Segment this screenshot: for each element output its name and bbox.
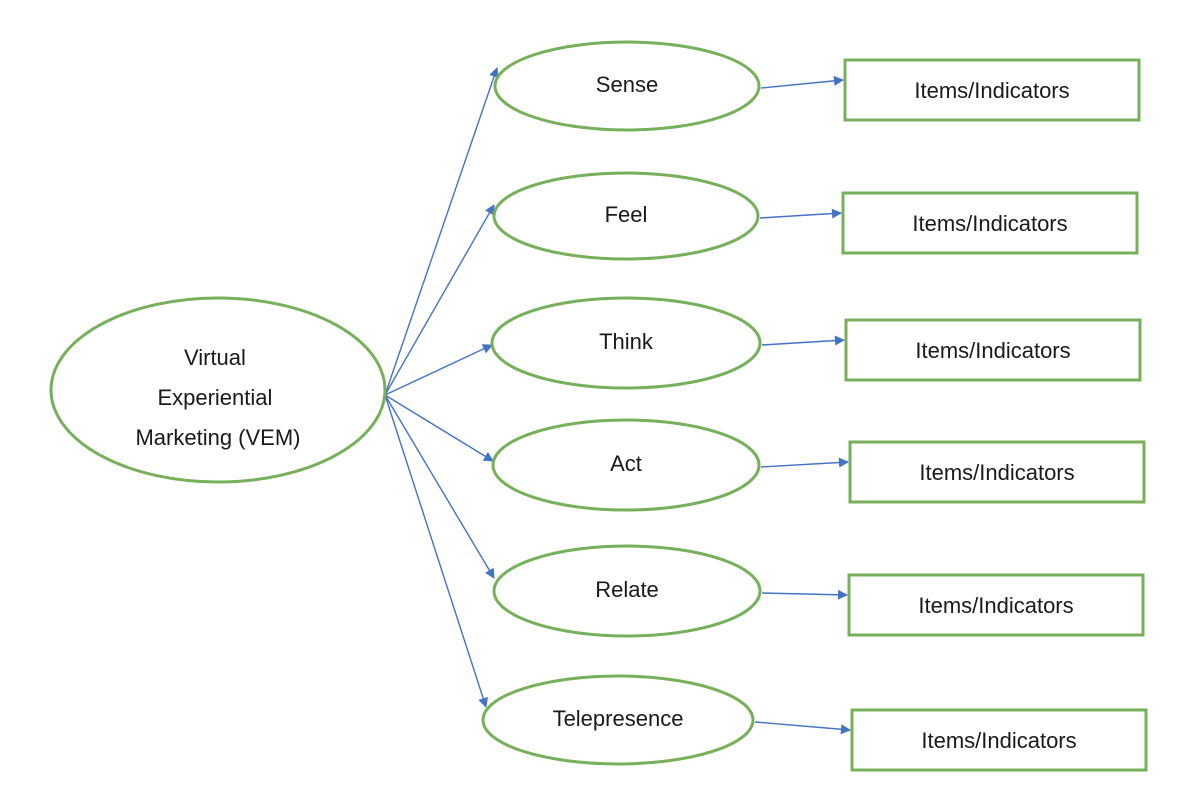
dimension-ellipse-sense bbox=[493, 40, 761, 132]
indicator-label-think: Items/Indicators bbox=[915, 338, 1070, 363]
indicator-label-feel: Items/Indicators bbox=[912, 211, 1067, 236]
edge-root-to-act bbox=[384, 394, 494, 462]
dimension-ellipse-feel bbox=[492, 171, 760, 261]
dimension-node-sense: Sense Items/Indicators bbox=[493, 40, 1141, 132]
indicator-box-sense bbox=[843, 58, 1141, 122]
indicator-label-sense: Items/Indicators bbox=[914, 78, 1069, 103]
dimension-label-think: Think bbox=[599, 329, 654, 354]
dimension-ellipse-relate bbox=[492, 544, 762, 638]
dimension-node-feel: Feel Items/Indicators bbox=[492, 171, 1139, 261]
edges-layer bbox=[384, 67, 851, 735]
dimension-ellipse-act bbox=[491, 418, 761, 512]
dimension-label-telepresence: Telepresence bbox=[553, 706, 684, 731]
indicator-box-feel bbox=[841, 191, 1139, 255]
indicator-label-telepresence: Items/Indicators bbox=[921, 728, 1076, 753]
root-label-line-1: Virtual bbox=[184, 345, 246, 370]
edge-telepresence-to-indicators bbox=[754, 721, 851, 735]
indicator-box-think bbox=[844, 318, 1142, 382]
indicator-label-relate: Items/Indicators bbox=[918, 593, 1073, 618]
root-node: Virtual Experiential Marketing (VEM) bbox=[49, 296, 387, 484]
edge-think-to-indicators bbox=[761, 335, 845, 346]
dimension-label-act: Act bbox=[610, 451, 642, 476]
indicator-box-telepresence bbox=[850, 708, 1148, 772]
dimension-label-feel: Feel bbox=[605, 202, 648, 227]
edge-sense-to-indicators bbox=[760, 75, 844, 89]
dimension-ellipse-think bbox=[490, 296, 762, 390]
dimension-node-act: Act Items/Indicators bbox=[491, 418, 1146, 512]
edge-root-to-telepresence bbox=[384, 394, 488, 708]
indicator-label-act: Items/Indicators bbox=[919, 460, 1074, 485]
root-ellipse bbox=[49, 296, 387, 484]
edge-root-to-think bbox=[384, 344, 493, 396]
root-label-line-3: Marketing (VEM) bbox=[135, 425, 300, 450]
edge-root-to-relate bbox=[384, 394, 495, 579]
dimension-label-sense: Sense bbox=[596, 72, 658, 97]
dimension-ellipse-telepresence bbox=[481, 674, 755, 766]
root-label-line-2: Experiential bbox=[157, 385, 272, 410]
dimension-label-relate: Relate bbox=[595, 577, 659, 602]
edge-act-to-indicators bbox=[760, 457, 849, 468]
edge-root-to-sense bbox=[384, 67, 499, 396]
indicator-box-relate bbox=[847, 573, 1145, 637]
indicator-box-act bbox=[848, 440, 1146, 504]
dimension-node-think: Think Items/Indicators bbox=[490, 296, 1142, 390]
edge-feel-to-indicators bbox=[759, 208, 842, 219]
edge-root-to-feel bbox=[384, 204, 495, 396]
edge-relate-to-indicators bbox=[761, 589, 848, 600]
svg-text:Virtual Experiential: Virtual Experiential Marketing (VEM) bbox=[135, 345, 300, 450]
